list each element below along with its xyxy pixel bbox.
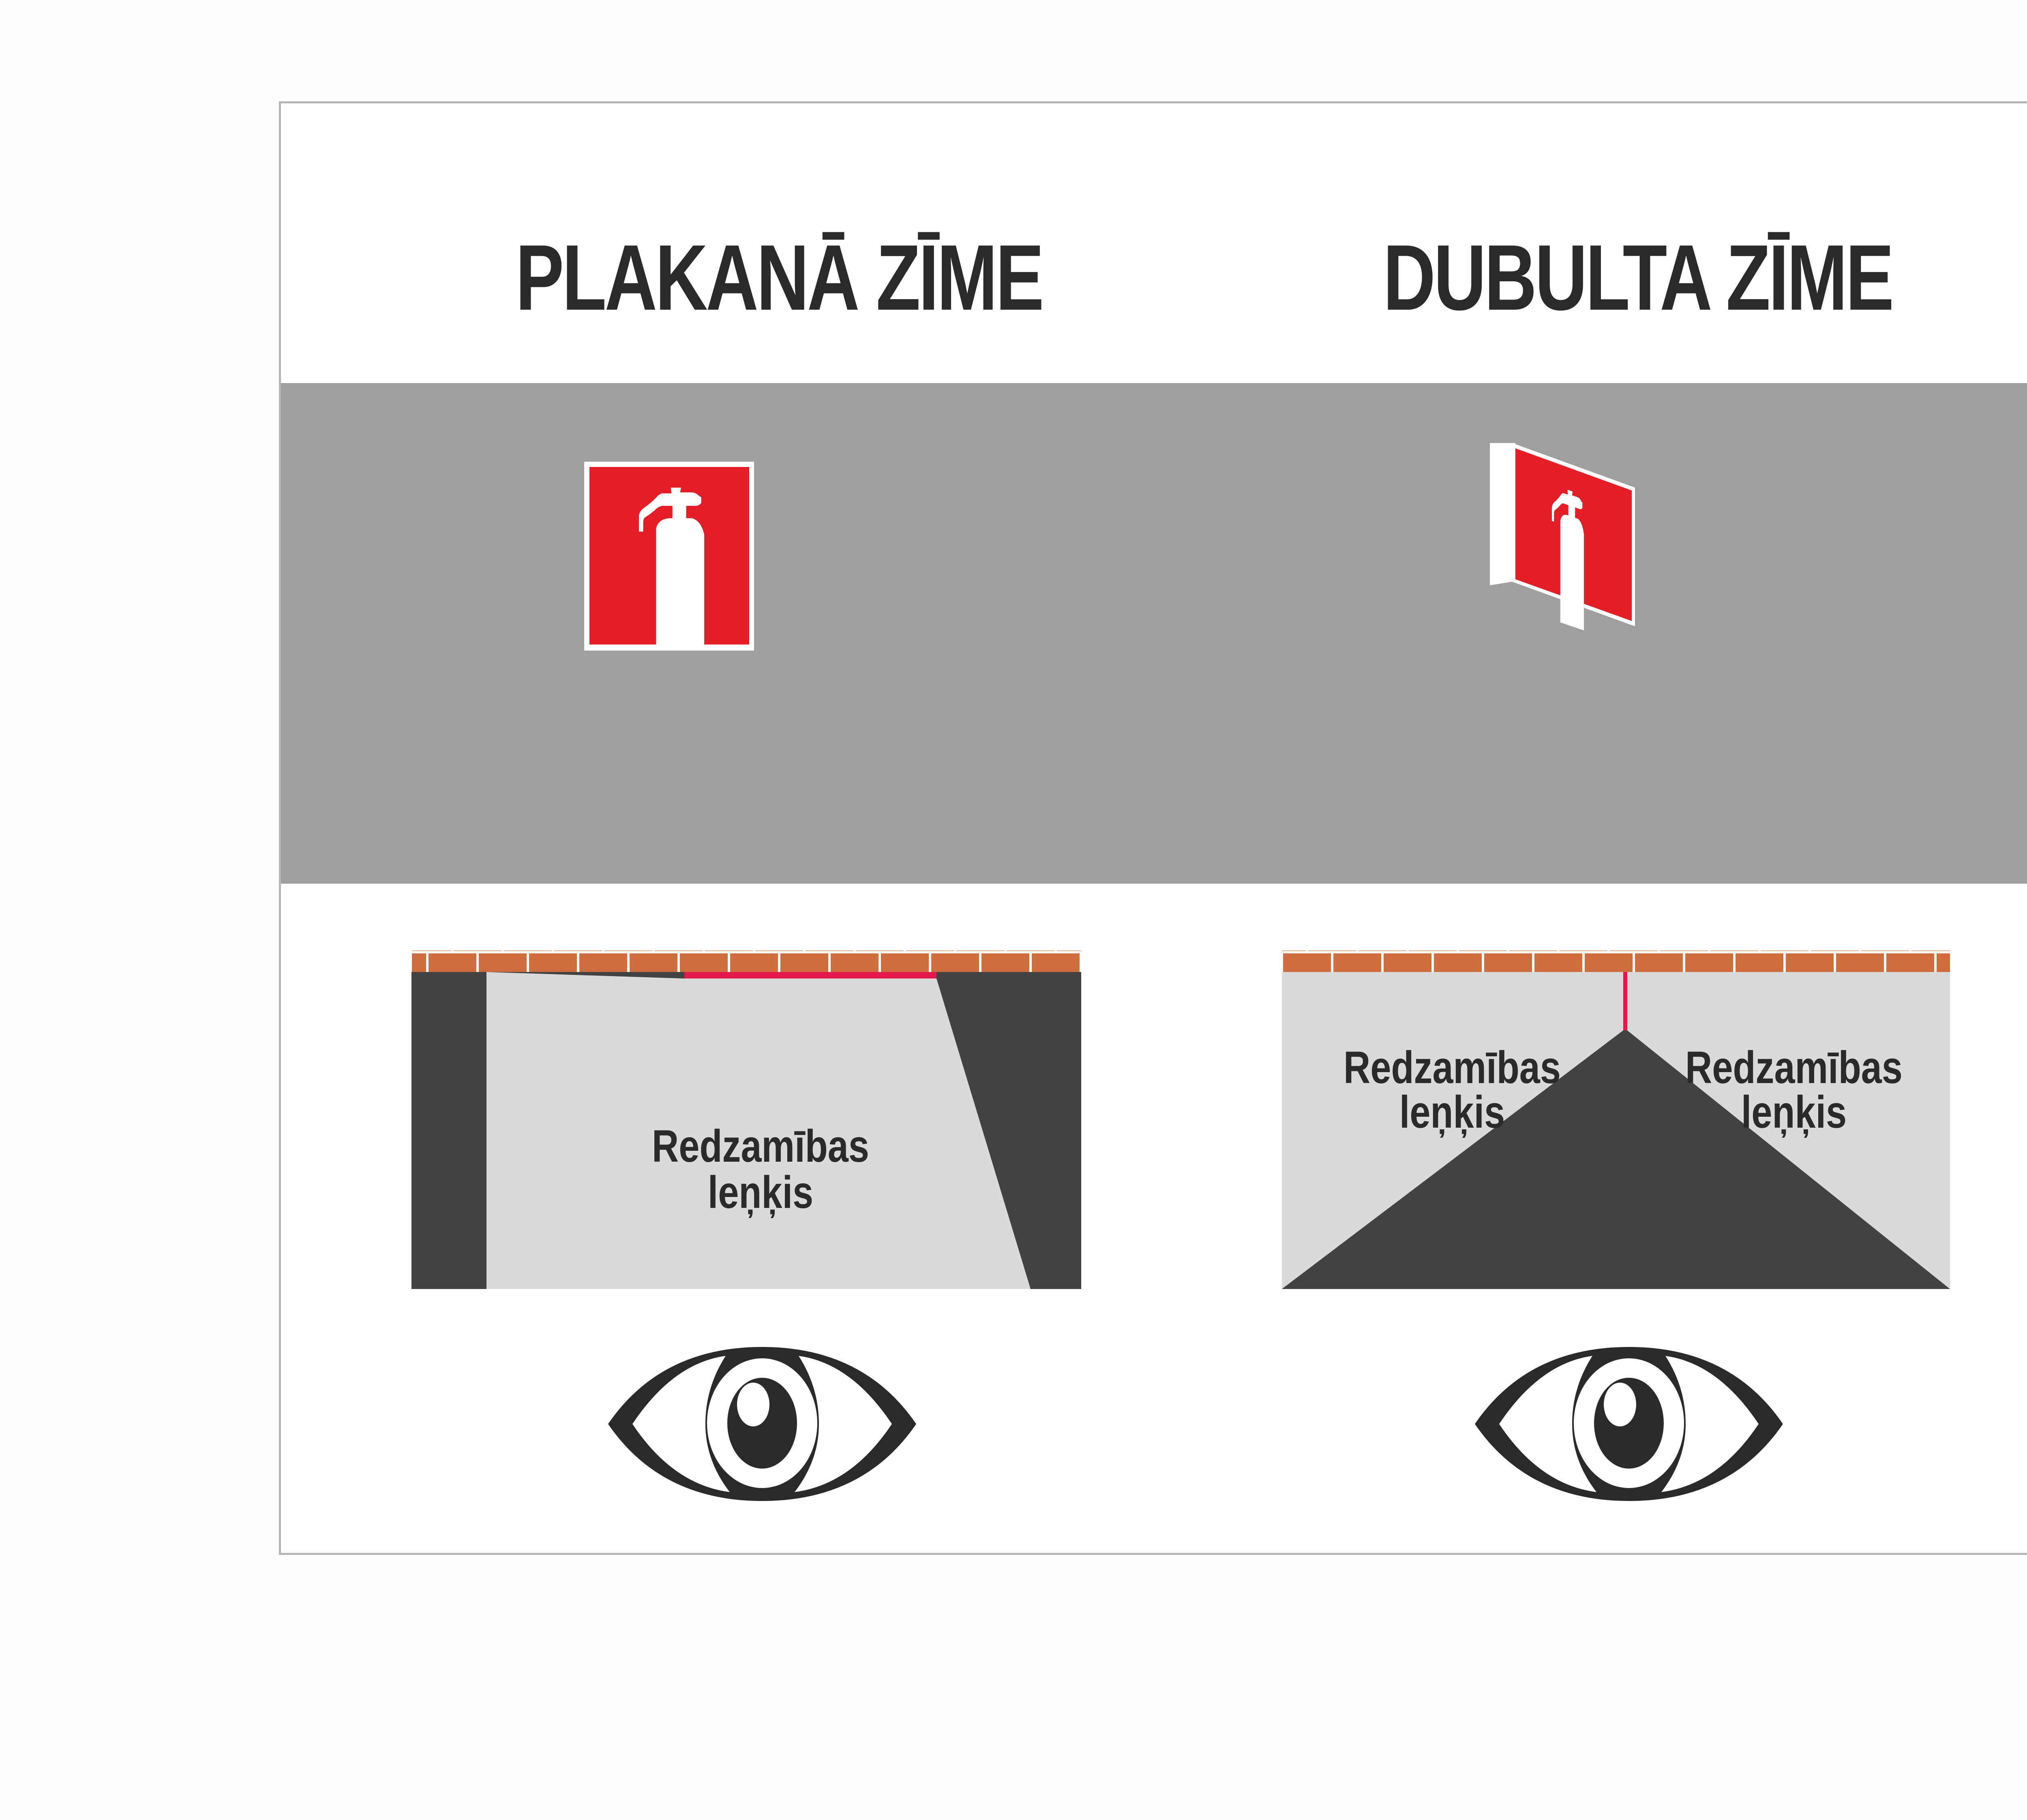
visibility-label-left-line1: Redzamības xyxy=(1343,1042,1561,1093)
visibility-diagram-double: Redzamības leņķis Redzamības leņķis xyxy=(1282,951,1950,1289)
double-sign-marker xyxy=(1623,972,1627,1030)
svg-text:Redzamības: Redzamības xyxy=(652,1120,869,1171)
visibility-label-left-line2: leņķis xyxy=(1399,1086,1505,1138)
svg-text:leņķis: leņķis xyxy=(708,1167,813,1218)
visibility-diagram-flat: Redzamības leņķis xyxy=(411,951,1081,1289)
visibility-label-right-line1: Redzamības xyxy=(1685,1042,1903,1093)
visibility-label-line1: Redzamības xyxy=(652,1120,869,1171)
visibility-label-line2: leņķis xyxy=(708,1167,813,1218)
svg-text:leņķis: leņķis xyxy=(1399,1086,1505,1138)
title-flat-sign: PLAKANĀ ZĪME xyxy=(515,225,1044,330)
title-double-sign: DUBULTA ZĪME xyxy=(1383,225,1894,330)
eye-icon xyxy=(608,1347,916,1501)
gray-wall-band xyxy=(281,383,2027,884)
flat-sign xyxy=(584,462,754,651)
svg-text:leņķis: leņķis xyxy=(1741,1086,1847,1138)
flat-sign-marker xyxy=(684,972,936,979)
eye-icon xyxy=(1475,1347,1783,1501)
svg-text:Redzamības: Redzamības xyxy=(1343,1042,1561,1093)
double-sign xyxy=(1490,443,1635,631)
visibility-label-right-line2: leņķis xyxy=(1741,1086,1847,1138)
svg-text:Redzamības: Redzamības xyxy=(1685,1042,1903,1093)
